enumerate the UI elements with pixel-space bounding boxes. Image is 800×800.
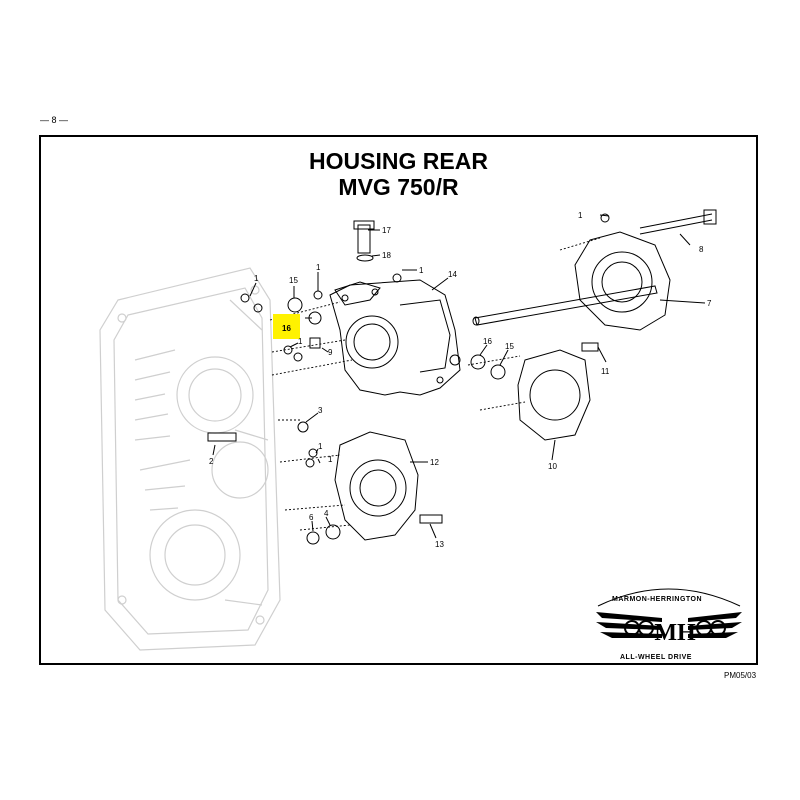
shaft-part <box>472 285 658 326</box>
document-code: PM05/03 <box>724 671 757 680</box>
page-number: — 8 — <box>40 115 69 125</box>
callout-17[interactable]: 17 <box>382 226 391 235</box>
callout-3[interactable]: 3 <box>318 406 323 415</box>
hardware-parts <box>207 213 610 545</box>
callout-16[interactable]: 16 <box>483 337 492 346</box>
highlighted-callout-label[interactable]: 16 <box>282 324 291 333</box>
callout-10[interactable]: 10 <box>548 462 557 471</box>
callout-12[interactable]: 12 <box>430 458 439 467</box>
page-title: HOUSING REAR MVG 750/R <box>39 148 758 200</box>
callout-1[interactable]: 1 <box>328 455 333 464</box>
callout-13[interactable]: 13 <box>435 540 444 549</box>
rear-cover-part <box>574 209 717 331</box>
callout-1[interactable]: 1 <box>298 337 303 346</box>
cover-plate-part <box>517 349 591 441</box>
callout-18[interactable]: 18 <box>382 251 391 260</box>
logo-bottom-text: ALL-WHEEL DRIVE <box>620 654 692 661</box>
callout-8[interactable]: 8 <box>699 245 704 254</box>
highlight-box <box>273 314 300 339</box>
callout-labels: 17 18 1 1 15 1 14 1 8 7 1 9 16 15 11 3 2… <box>209 211 712 549</box>
callout-1[interactable]: 1 <box>419 266 424 275</box>
callout-6[interactable]: 6 <box>309 513 314 522</box>
callout-15[interactable]: 15 <box>289 276 298 285</box>
callout-1[interactable]: 1 <box>318 442 323 451</box>
title-line-1: HOUSING REAR <box>309 148 488 174</box>
callout-1[interactable]: 1 <box>578 211 583 220</box>
front-cover-part <box>334 431 419 541</box>
callout-4[interactable]: 4 <box>324 509 329 518</box>
callout-2[interactable]: 2 <box>209 457 214 466</box>
marmon-herrington-logo: MARMON-HERRINGTON MH ALL-WHEEL DRIVE <box>596 588 742 661</box>
callout-11[interactable]: 11 <box>601 367 610 376</box>
assembly-lines <box>269 237 601 531</box>
logo-top-text: MARMON-HERRINGTON <box>612 596 702 603</box>
callout-15[interactable]: 15 <box>505 342 514 351</box>
callout-1[interactable]: 1 <box>316 263 321 272</box>
title-line-2: MVG 750/R <box>338 174 459 200</box>
diagram-frame <box>39 135 758 665</box>
highlighted-callout-16[interactable]: 16 <box>273 314 300 339</box>
callout-1[interactable]: 1 <box>254 274 259 283</box>
main-housing-ghost <box>99 267 281 651</box>
logo-mark: MH <box>654 620 696 646</box>
callout-14[interactable]: 14 <box>448 270 457 279</box>
housing-rear-part <box>329 279 461 396</box>
callout-9[interactable]: 9 <box>328 348 333 357</box>
callout-7[interactable]: 7 <box>707 299 712 308</box>
leader-lines <box>212 214 706 539</box>
